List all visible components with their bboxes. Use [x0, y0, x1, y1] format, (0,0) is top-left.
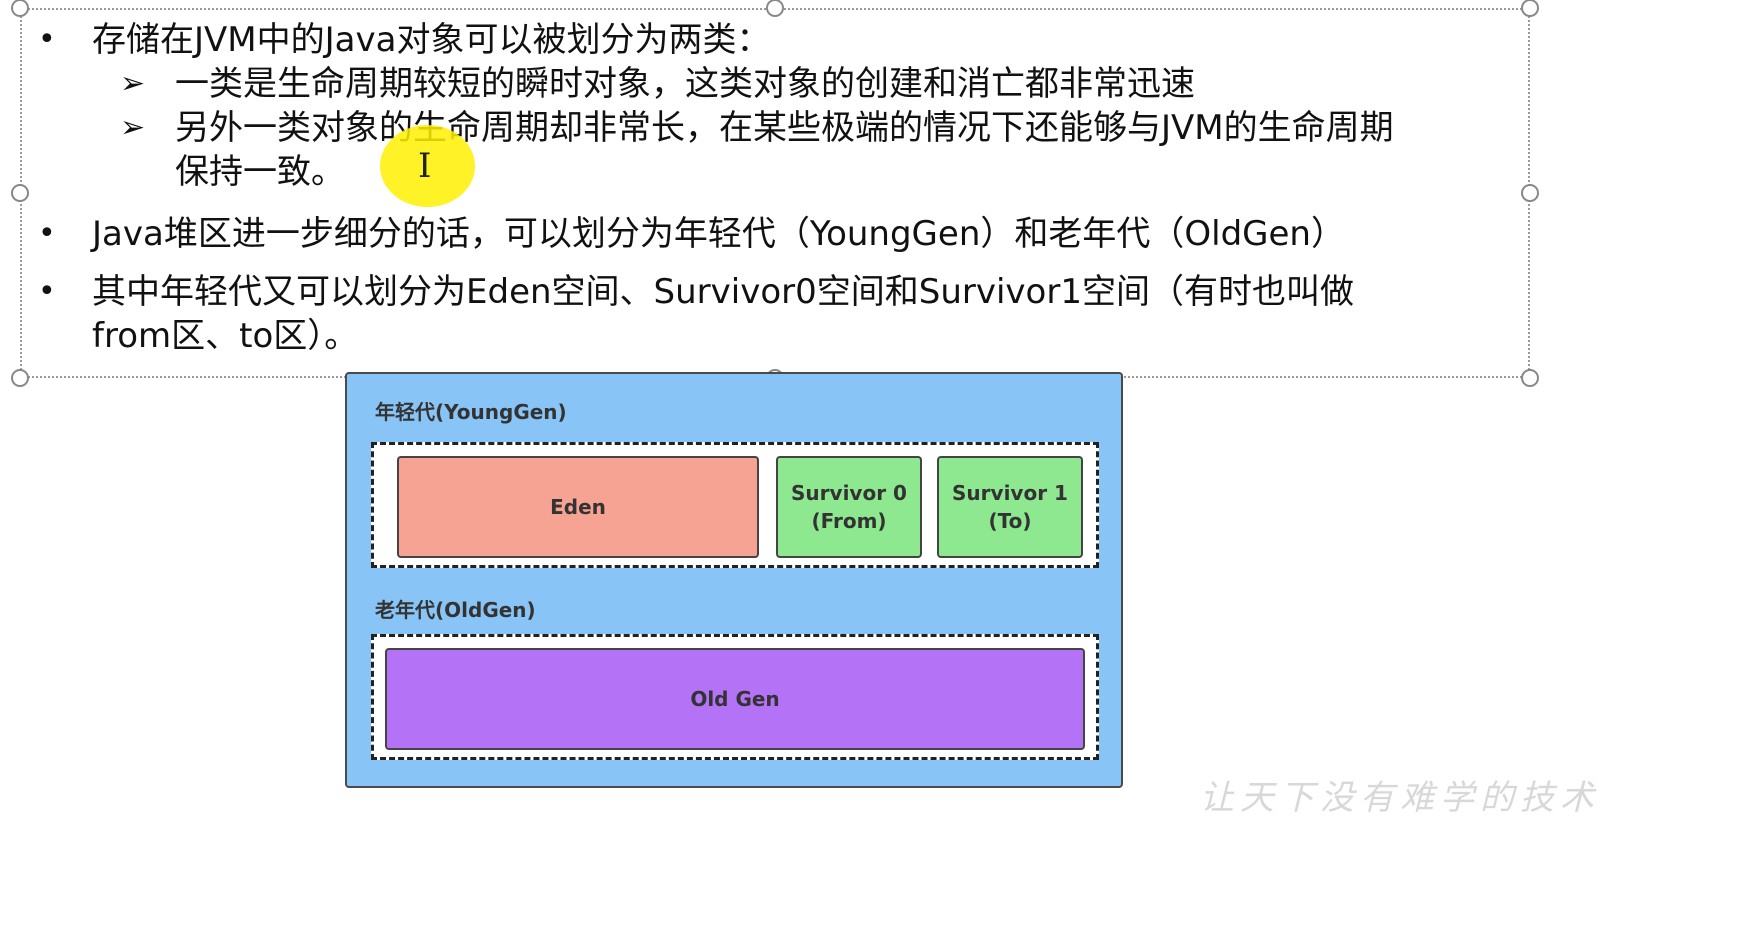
young-gen-box: Eden Survivor 0 (From) Survivor 1 (To): [371, 442, 1099, 568]
watermark-text: 让天下没有难学的技术: [1200, 778, 1600, 818]
cursor-highlight: [380, 125, 475, 207]
heap-diagram[interactable]: 年轻代(YoungGen) Eden Survivor 0 (From) Sur…: [345, 372, 1123, 788]
survivor-1-label: Survivor 1: [952, 481, 1068, 505]
resize-handle-top-right[interactable]: [1521, 0, 1539, 17]
bullet-icon: •: [38, 216, 56, 251]
resize-handle-top-left[interactable]: [11, 0, 29, 17]
text-cursor-icon: I: [418, 146, 432, 186]
bullet-text-line2: from区、to区）。: [92, 316, 359, 356]
bullet-icon: •: [38, 274, 56, 309]
old-gen-box: Old Gen: [371, 634, 1099, 760]
resize-handle-bottom-left[interactable]: [11, 369, 29, 387]
sub-bullet-text-line2: 保持一致。: [175, 152, 345, 192]
resize-handle-middle-left[interactable]: [11, 184, 29, 202]
resize-handle-bottom-right[interactable]: [1521, 369, 1539, 387]
old-gen-region[interactable]: Old Gen: [385, 648, 1085, 750]
resize-handle-top-middle[interactable]: [766, 0, 784, 17]
sub-bullet-text-line1: 另外一类对象的生命周期却非常长，在某些极端的情况下还能够与JVM的生命周期: [175, 108, 1394, 148]
bullet-text: Java堆区进一步细分的话，可以划分为年轻代（YoungGen）和老年代（Old…: [92, 214, 1345, 254]
resize-handle-middle-right[interactable]: [1521, 184, 1539, 202]
bullet-icon: •: [38, 22, 56, 57]
survivor-0-region[interactable]: Survivor 0 (From): [776, 456, 922, 558]
arrow-icon: ➢: [120, 110, 146, 145]
survivor-1-sublabel: (To): [988, 509, 1032, 533]
bullet-text: 存储在JVM中的Java对象可以被划分为两类：: [92, 20, 771, 60]
survivor-0-label: Survivor 0: [791, 481, 907, 505]
young-gen-label: 年轻代(YoungGen): [375, 400, 567, 424]
sub-bullet-text: 一类是生命周期较短的瞬时对象，这类对象的创建和消亡都非常迅速: [175, 64, 1195, 104]
old-gen-label: 老年代(OldGen): [375, 598, 536, 622]
old-gen-region-label: Old Gen: [690, 687, 780, 711]
survivor-1-region[interactable]: Survivor 1 (To): [937, 456, 1083, 558]
bullet-text-line1: 其中年轻代又可以划分为Eden空间、Survivor0空间和Survivor1空…: [92, 272, 1354, 312]
survivor-0-sublabel: (From): [811, 509, 887, 533]
eden-label: Eden: [550, 495, 606, 519]
eden-region[interactable]: Eden: [397, 456, 759, 558]
arrow-icon: ➢: [120, 66, 146, 101]
